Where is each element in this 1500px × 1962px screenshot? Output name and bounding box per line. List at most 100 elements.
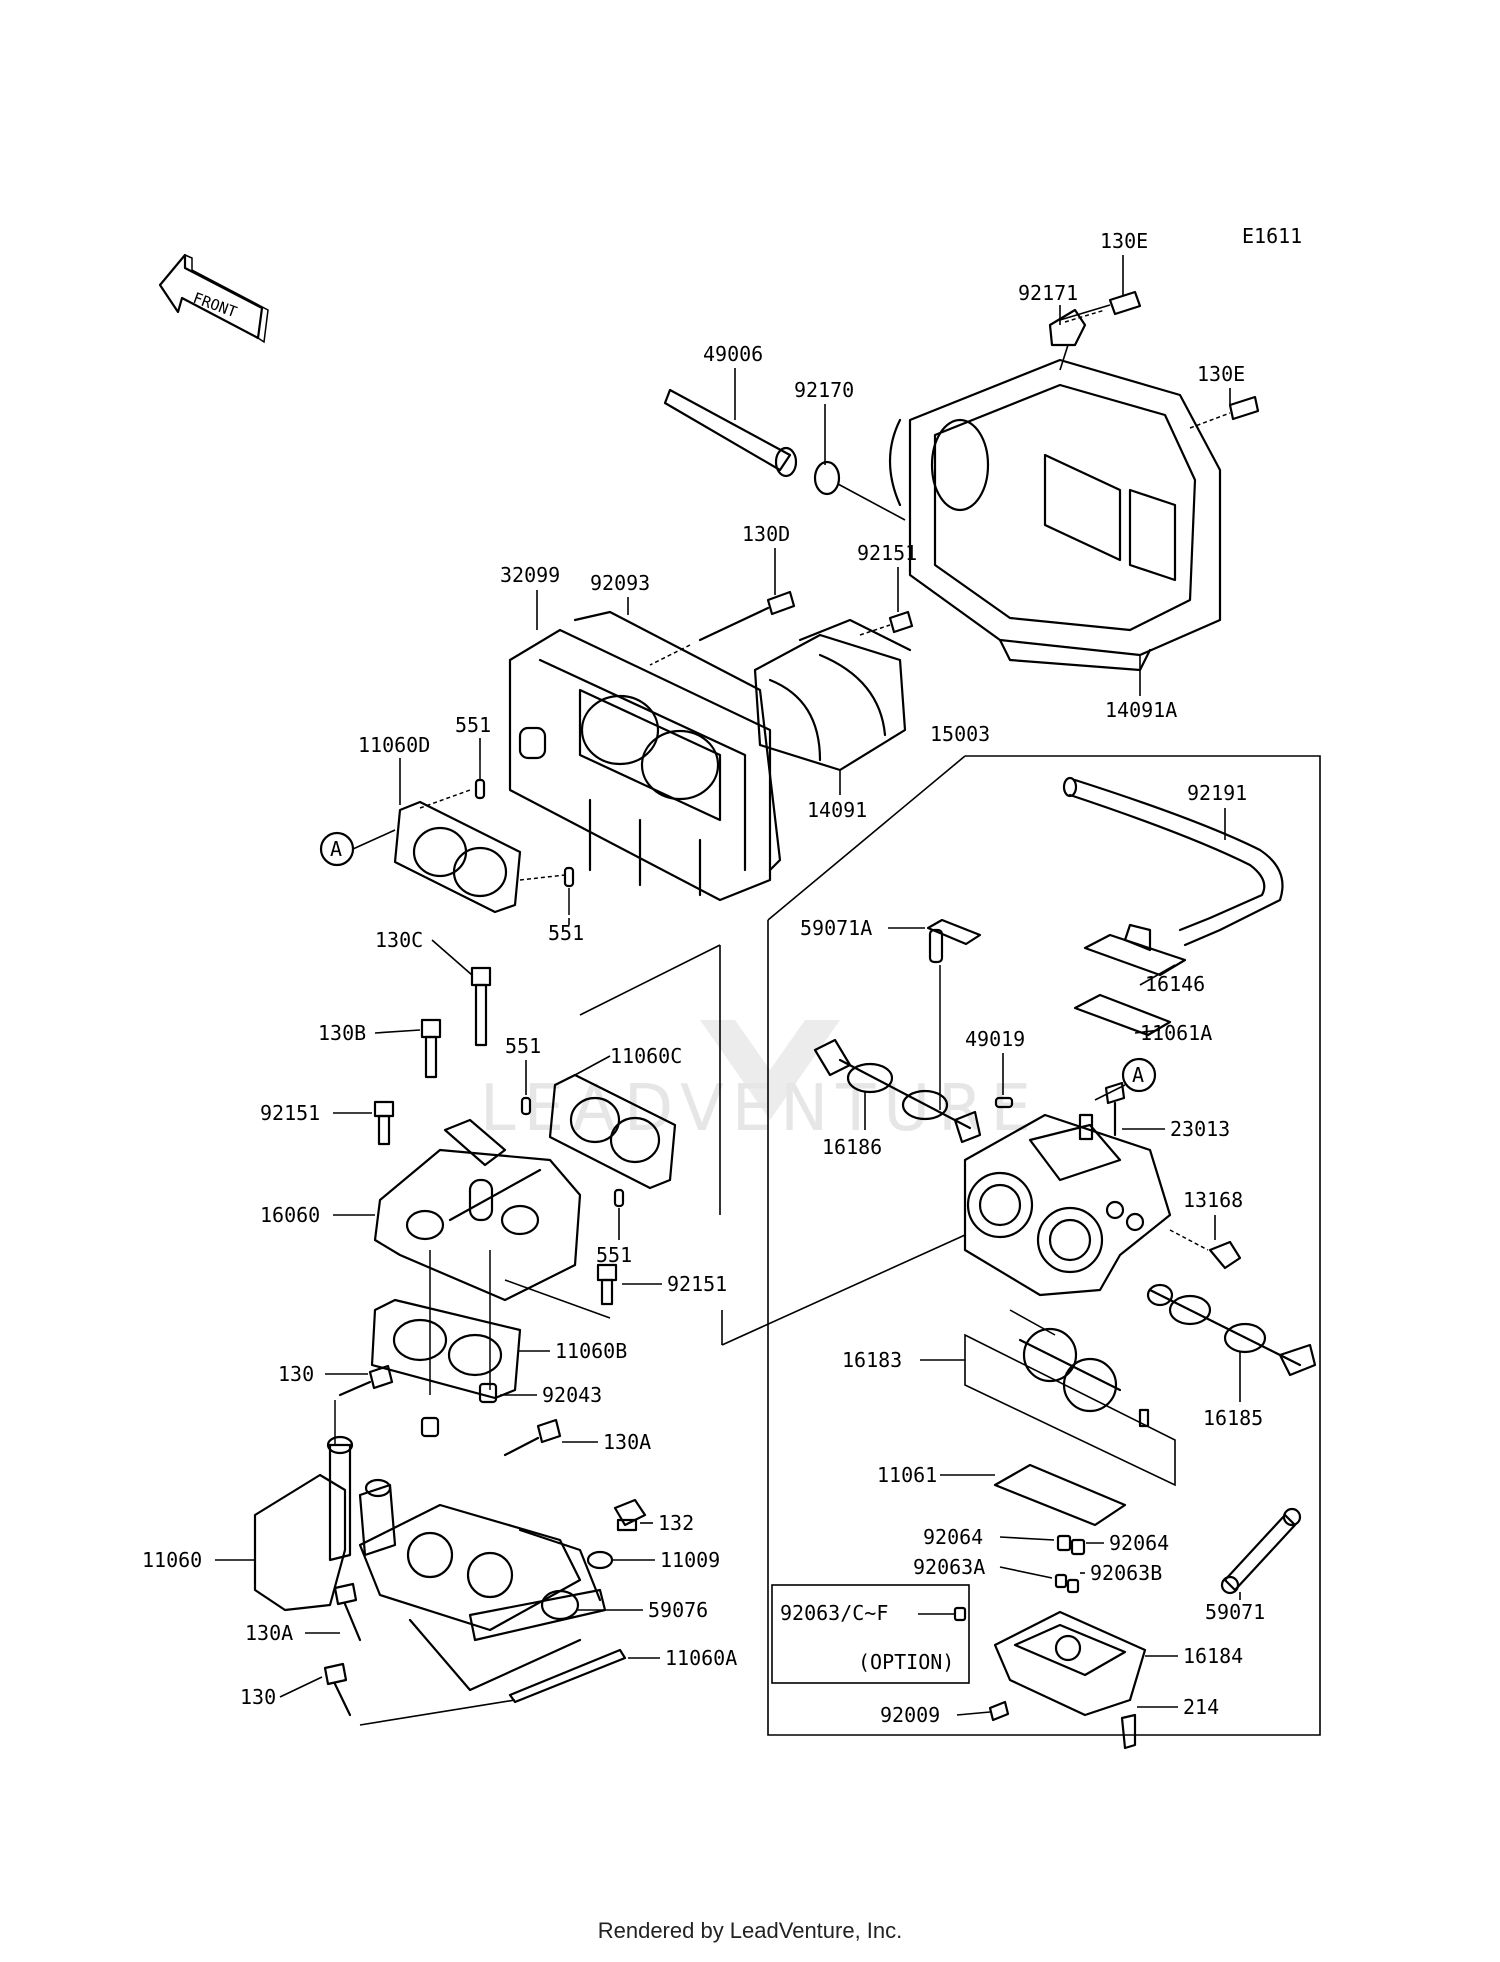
pin-551-a [474,760,486,800]
screw-214 [1120,1713,1137,1750]
cover-16146 [1083,923,1187,977]
part-labels: 92171 130E 130E 49006 92170 130D 92151 3… [142,229,1265,1727]
label-11060: 11060 [142,1548,202,1572]
label-92063b: 92063B [1090,1561,1162,1585]
collar-92043-b [420,1416,440,1438]
label-11009: 11009 [660,1548,720,1572]
jet-92063a [1054,1573,1068,1589]
label-59071a: 59071A [800,916,872,940]
link-59071 [1220,1507,1302,1595]
label-49006: 49006 [703,342,763,366]
screw-23013 [1104,1081,1126,1137]
svg-text:A: A [1132,1063,1144,1087]
label-92064-left: 92064 [923,1525,983,1549]
label-551-d: 551 [596,1243,632,1267]
watermark-text: LEADVENTURE [480,1072,1039,1146]
svg-text:A: A [330,837,342,861]
front-arrow-icon: FRONT [158,253,269,344]
gasket-11060a [508,1648,627,1704]
collar-92043-a [478,1382,498,1404]
label-551-c: 551 [505,1034,541,1058]
gasket-11060d [393,800,522,914]
label-130-upper: 130 [278,1362,314,1386]
float-chamber-16184 [993,1610,1147,1717]
carburetor-body [963,1113,1172,1297]
intake-manifold-16060 [373,1118,582,1395]
label-14091a: 14091A [1105,698,1177,722]
bolt-92151-left [373,1100,395,1146]
label-11060d: 11060D [358,733,430,757]
footer-credit: Rendered by LeadVenture, Inc. [597,1918,903,1943]
label-11060b: 11060B [555,1339,627,1363]
label-92043: 92043 [542,1383,602,1407]
hose-49006 [663,388,798,478]
label-92064-right: 92064 [1109,1531,1169,1555]
label-132: 132 [658,1511,694,1535]
bracket-line [579,944,966,1346]
option-part-label: 92063/C~F [780,1601,888,1625]
label-92170: 92170 [794,378,854,402]
label-11061: 11061 [877,1463,937,1487]
label-13168: 13168 [1183,1188,1243,1212]
bolt-130-upper [334,1364,394,1445]
label-23013: 23013 [1170,1117,1230,1141]
choke-valve-16185 [1146,1283,1317,1377]
option-note-label: (OPTION) [858,1650,954,1674]
gasket-11061a [1073,993,1172,1037]
pin-49019 [994,1096,1014,1109]
label-130c: 130C [375,928,423,952]
label-130-lower: 130 [240,1685,276,1709]
clip-92171 [1048,308,1087,371]
label-92009: 92009 [880,1703,940,1727]
gasket-11060b [370,1298,522,1400]
bolt-130a-lower [333,1582,362,1642]
carburetor-assembly-frame [767,755,1321,1736]
lever-13168 [1169,1229,1242,1270]
label-92093: 92093 [590,571,650,595]
label-551-a: 551 [455,713,491,737]
label-92151-left: 92151 [260,1101,320,1125]
label-551-b: 551 [548,921,584,945]
label-16183: 16183 [842,1348,902,1372]
label-59071: 59071 [1205,1600,1265,1624]
label-16146: 16146 [1145,972,1205,996]
label-16060: 16060 [260,1203,320,1227]
label-16184: 16184 [1183,1644,1243,1668]
label-59076: 59076 [648,1598,708,1622]
gasket-92093 [573,610,782,872]
label-130d: 130D [742,522,790,546]
callout-a-right: A [1094,1057,1157,1101]
label-92151-top: 92151 [857,541,917,565]
bolt-130d [649,590,796,666]
fitting-59071a [926,918,982,1110]
bolt-130e-right [1189,395,1260,429]
jet-92063b [1066,1578,1080,1594]
watermark: LEADVENTURE [480,1020,1039,1146]
label-130e-right: 130E [1197,362,1245,386]
label-11060c: 11060C [610,1044,682,1068]
float-16183 [964,1309,1176,1487]
pin-551-d [613,1188,625,1208]
pin-551-b [563,866,575,915]
diagram-code: E1611 [1242,224,1302,248]
label-16185: 16185 [1203,1406,1263,1430]
bolt-130b [420,1018,442,1079]
bolt-92151-right [596,1263,618,1306]
bolt-130e-upper [1059,290,1142,323]
label-214: 214 [1183,1695,1219,1719]
gasket-11061 [993,1463,1127,1527]
bolt-92151-top [859,610,914,636]
intake-pipe-11060 [253,1435,602,1692]
hose-92191 [1062,776,1284,947]
label-130a-lower: 130A [245,1621,293,1645]
label-92063a: 92063A [913,1555,985,1579]
screw-92009 [988,1700,1010,1722]
washer-11009 [586,1550,614,1570]
label-49019: 49019 [965,1027,1025,1051]
pin-551-c [520,1096,532,1116]
label-14091: 14091 [807,798,867,822]
clamp-92170 [813,460,906,521]
throttle-valve-16186 [813,1038,982,1144]
jet-92064-a [1056,1534,1072,1552]
